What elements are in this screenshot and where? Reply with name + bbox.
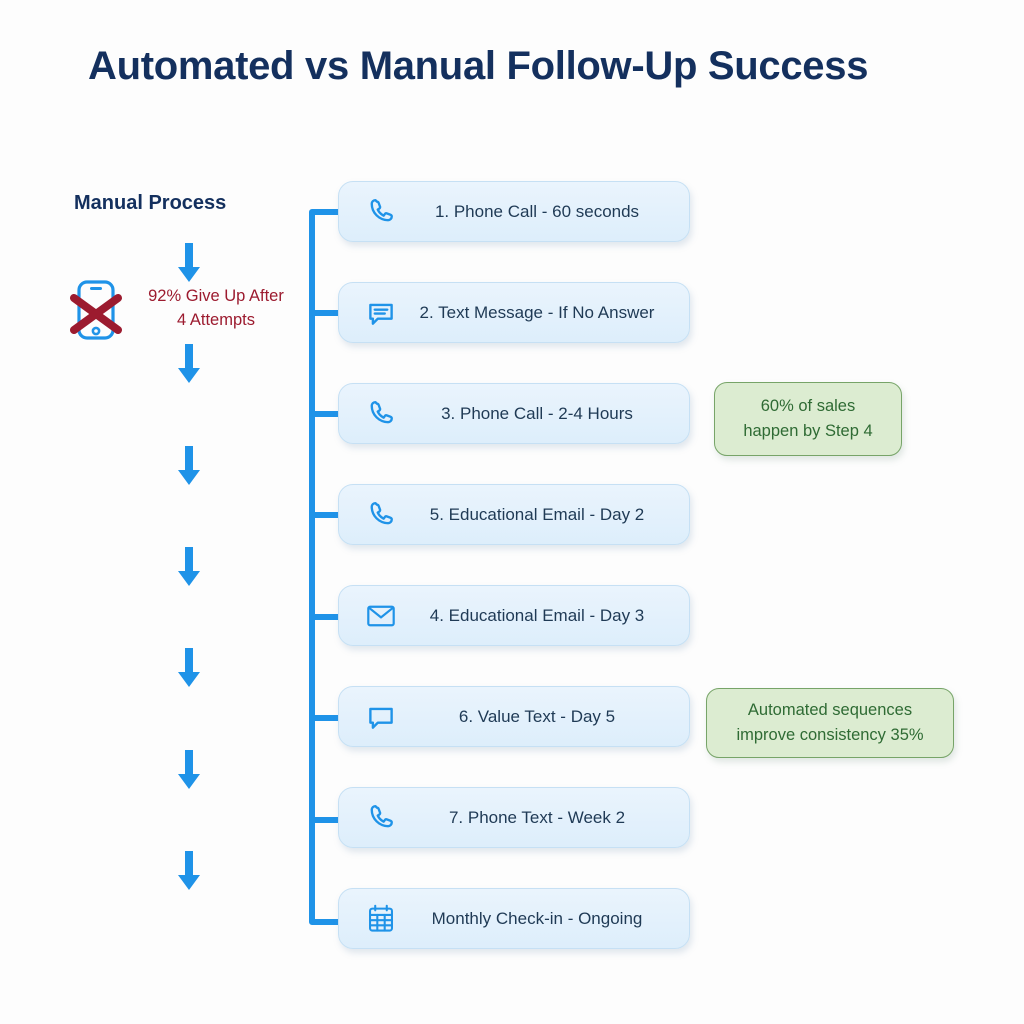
chat-lines-icon xyxy=(355,296,407,330)
phone-icon xyxy=(355,195,407,229)
envelope-icon xyxy=(355,599,407,633)
down-arrow-icon xyxy=(178,648,200,687)
give-up-warning-line2: 4 Attempts xyxy=(177,311,255,329)
flow-step-2-label: 2. Text Message - If No Answer xyxy=(419,302,655,322)
down-arrow-icon xyxy=(178,243,200,282)
manual-process-label: Manual Process xyxy=(74,192,227,214)
callout-1-line1: 60% of sales xyxy=(760,397,856,415)
flow-step-5[interactable]: 4. Educational Email - Day 3 xyxy=(338,585,690,646)
flow-step-8-label: Monthly Check-in - Ongoing xyxy=(431,908,643,928)
callout-2-line1: Automated sequences xyxy=(747,701,913,719)
callout-automation-consistency: Automated sequences improve consistency … xyxy=(706,688,954,758)
flow-steps: 1. Phone Call - 60 seconds 2. Text Messa… xyxy=(338,181,690,949)
calendar-icon xyxy=(355,902,407,936)
give-up-warning-line1: 92% Give Up After xyxy=(148,287,284,305)
flow-step-3-label: 3. Phone Call - 2-4 Hours xyxy=(441,403,633,423)
callout-1-line2: happen by Step 4 xyxy=(743,422,873,440)
chat-bubble-icon xyxy=(355,700,407,734)
flow-step-7[interactable]: 7. Phone Text - Week 2 xyxy=(338,787,690,848)
down-arrow-icon xyxy=(178,547,200,586)
phone-icon xyxy=(355,397,407,431)
callout-2-line2: improve consistency 35% xyxy=(736,726,924,744)
flow-step-6[interactable]: 6. Value Text - Day 5 xyxy=(338,686,690,747)
page-title: Automated vs Manual Follow-Up Success xyxy=(88,44,869,88)
flow-step-7-label: 7. Phone Text - Week 2 xyxy=(448,807,626,827)
flow-step-2[interactable]: 2. Text Message - If No Answer xyxy=(338,282,690,343)
flow-step-4[interactable]: 5. Educational Email - Day 2 xyxy=(338,484,690,545)
callout-sales-by-step-4: 60% of sales happen by Step 4 xyxy=(714,382,902,456)
give-up-warning: 92% Give Up After 4 Attempts xyxy=(70,278,300,348)
flow-step-4-label: 5. Educational Email - Day 2 xyxy=(429,504,645,524)
down-arrow-icon xyxy=(178,344,200,383)
down-arrow-icon xyxy=(178,851,200,890)
down-arrow-icon xyxy=(178,750,200,789)
flow-step-6-label: 6. Value Text - Day 5 xyxy=(458,706,616,726)
phone-icon xyxy=(355,801,407,835)
flow-step-5-label: 4. Educational Email - Day 3 xyxy=(429,605,645,625)
flow-step-1-label: 1. Phone Call - 60 seconds xyxy=(434,201,640,221)
down-arrow-icon xyxy=(178,446,200,485)
flow-step-3[interactable]: 3. Phone Call - 2-4 Hours xyxy=(338,383,690,444)
give-up-warning-text: 92% Give Up After 4 Attempts xyxy=(130,284,302,332)
phone-crossed-out-icon xyxy=(70,280,122,340)
flow-step-1[interactable]: 1. Phone Call - 60 seconds xyxy=(338,181,690,242)
phone-icon xyxy=(355,498,407,532)
flow-step-8[interactable]: Monthly Check-in - Ongoing xyxy=(338,888,690,949)
